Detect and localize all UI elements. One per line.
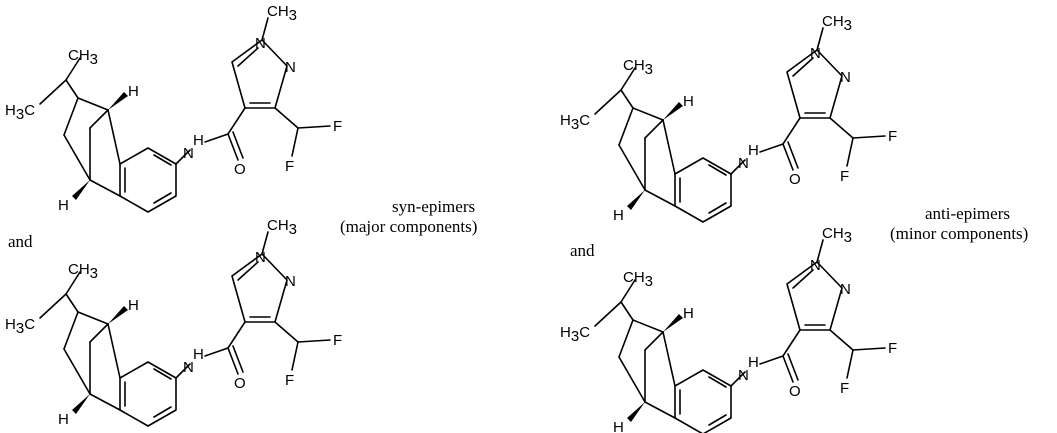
anti-caption: anti-epimers [925, 204, 1010, 223]
syn-epimer-1 [4, 2, 343, 215]
anti-epimer-1 [559, 12, 898, 225]
syn-subcaption: (major components) [340, 217, 477, 236]
syn-caption: syn-epimers [392, 197, 475, 216]
and-left: and [8, 232, 33, 251]
syn-epimer-2 [4, 216, 343, 429]
anti-subcaption: (minor components) [890, 224, 1028, 243]
and-right: and [570, 241, 595, 260]
anti-epimer-2 [559, 224, 898, 433]
